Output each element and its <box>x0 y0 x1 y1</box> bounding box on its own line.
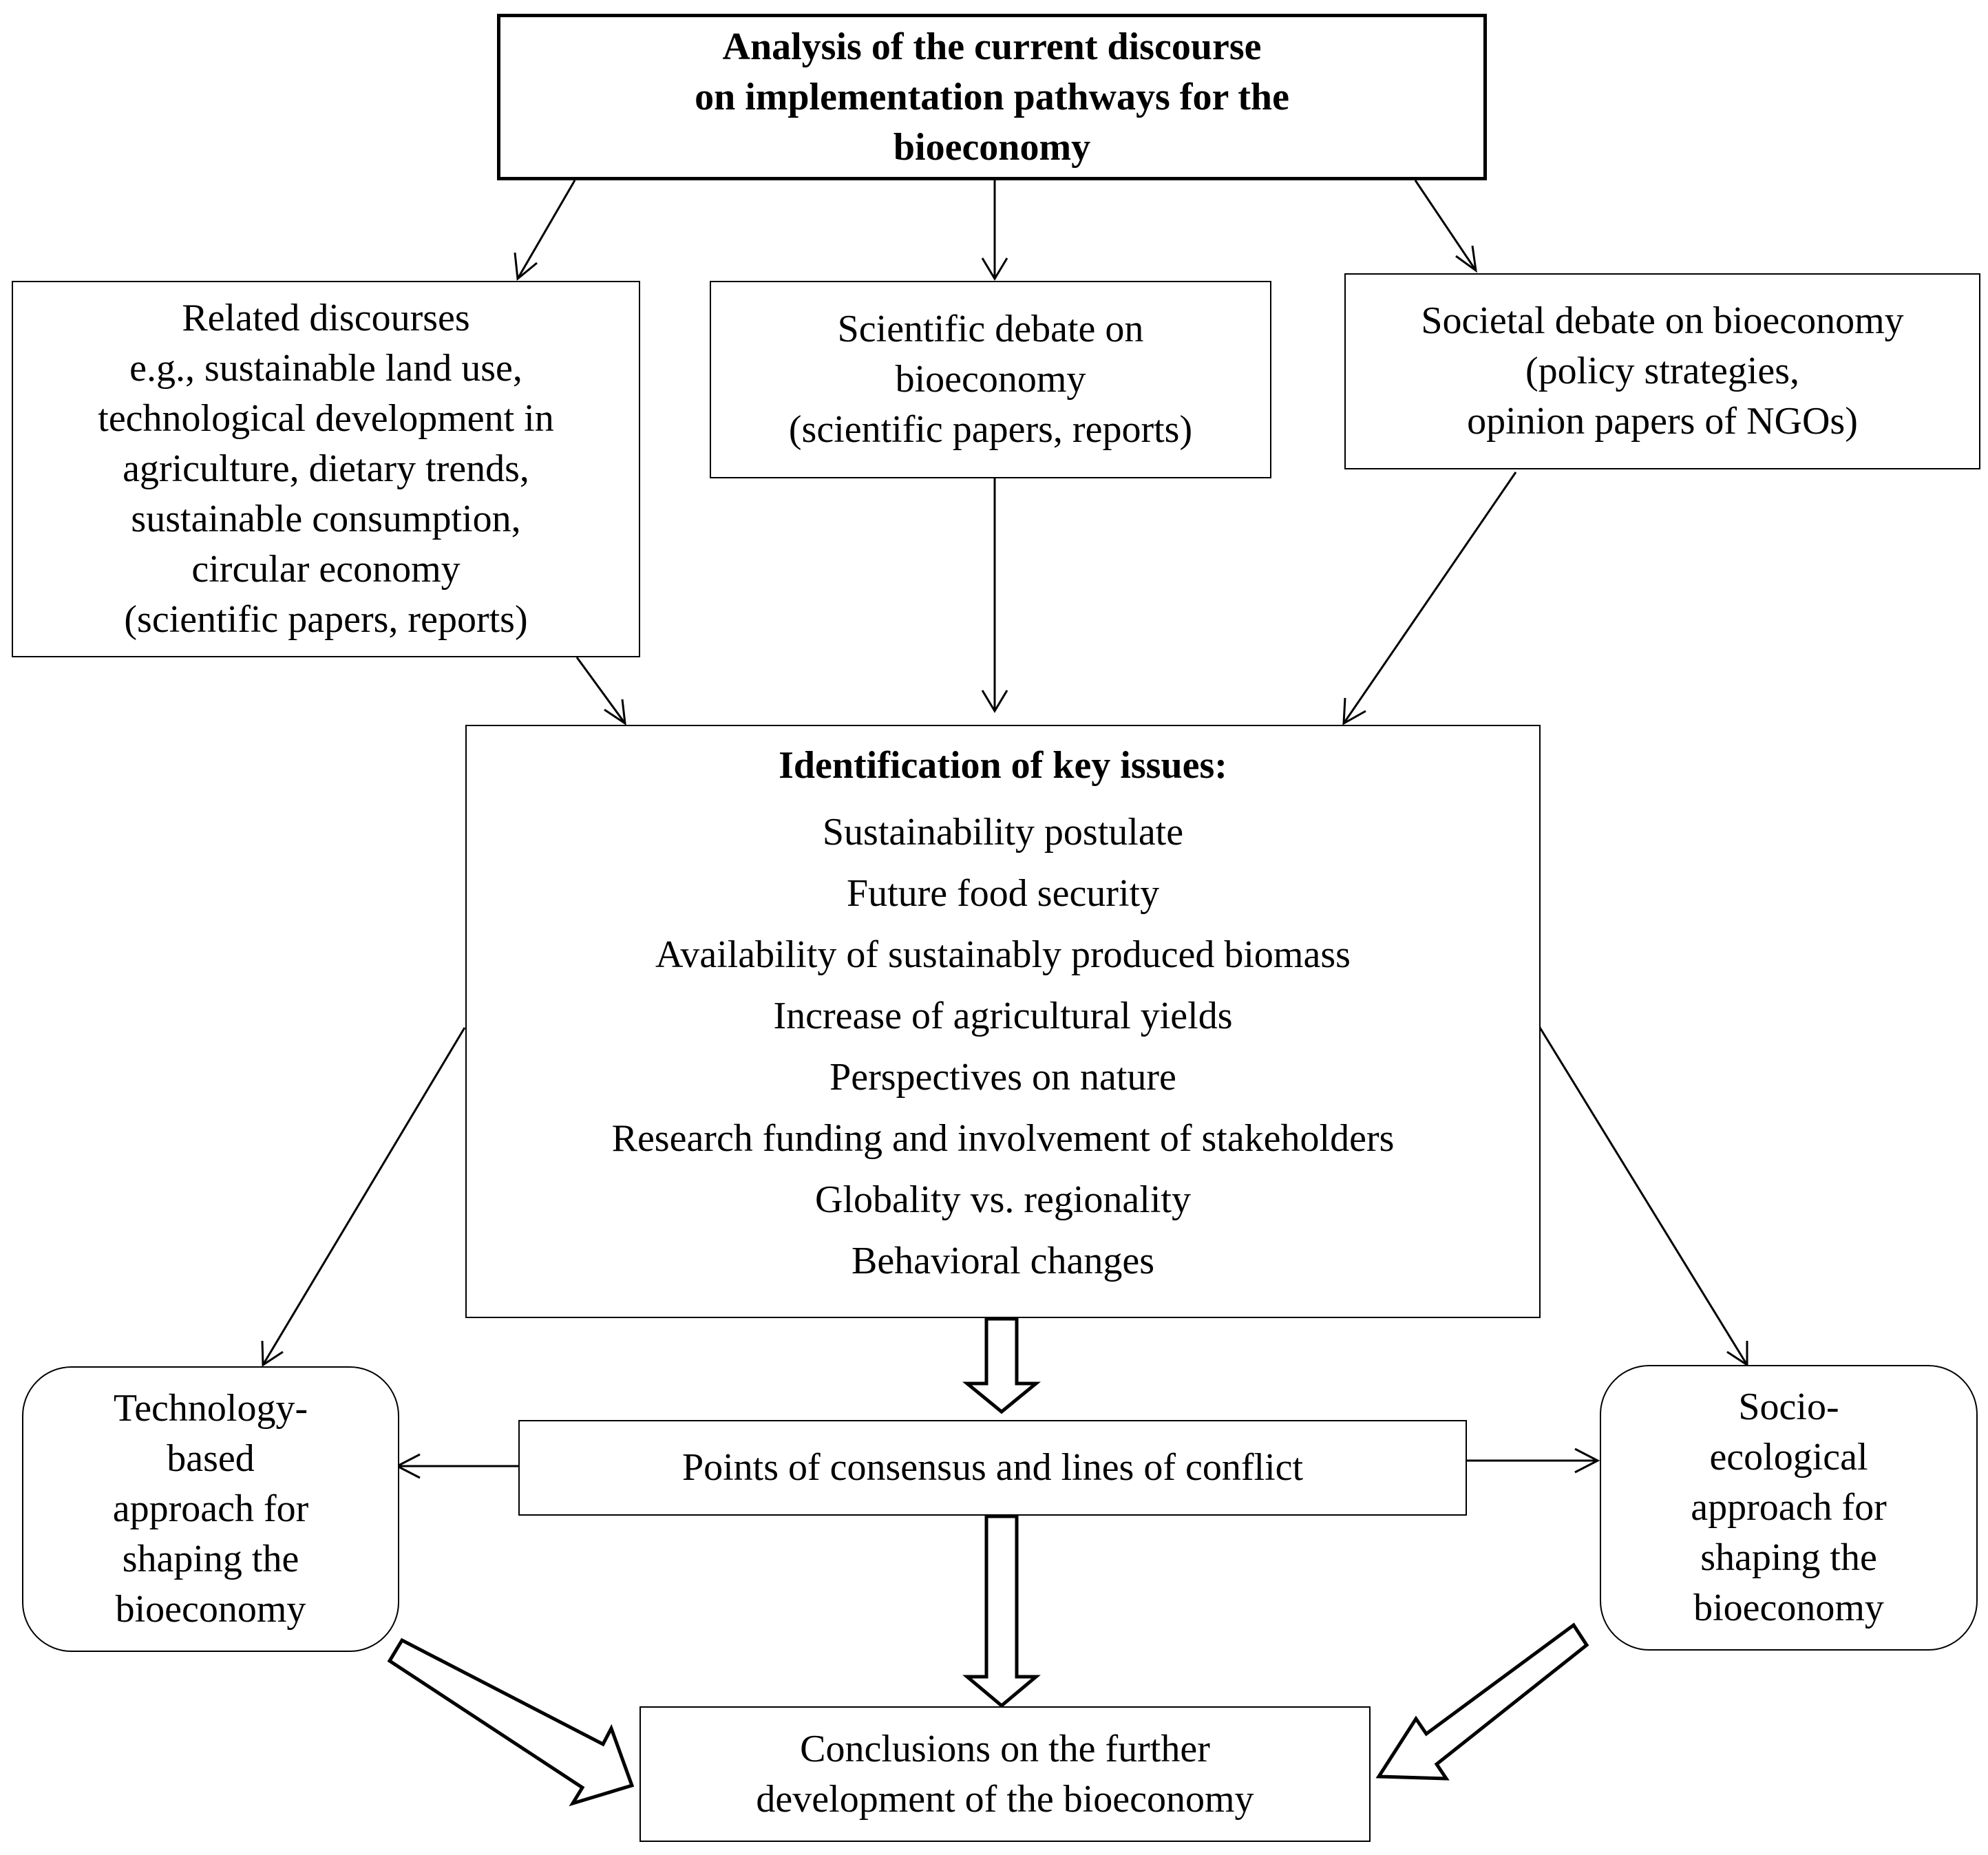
key-issues-heading: Identification of key issues: <box>779 744 1227 787</box>
key-issue-item: Availability of sustainably produced bio… <box>655 933 1351 976</box>
arrowhead-top-to-related <box>514 252 538 281</box>
societal-debate-line-2: (policy strategies, <box>1525 350 1800 392</box>
related-discourses-line-3: technological development in <box>98 397 554 440</box>
key-issues-box: Identification of key issues: Sustainabi… <box>465 725 1541 1318</box>
block-arrow-socio-to-conclusions <box>1375 1622 1589 1781</box>
key-issue-item: Perspectives on nature <box>829 1056 1176 1099</box>
technology-approach-line-3: approach for <box>112 1487 309 1530</box>
related-discourses-box: Related discourses e.g., sustainable lan… <box>12 281 640 657</box>
socio-ecological-line-1: Socio- <box>1738 1386 1839 1428</box>
block-arrow-consensus-to-conclusions <box>962 1514 1041 1708</box>
discourse-analysis-line-1: Analysis of the current discourse <box>722 25 1262 68</box>
key-issue-item: Globality vs. regionality <box>815 1178 1191 1221</box>
technology-approach-line-4: shaping the <box>122 1538 299 1580</box>
consensus-conflict-label: Points of consensus and lines of conflic… <box>681 1446 1304 1489</box>
arrowhead-scientific-to-key-issues <box>981 690 1008 713</box>
discourse-analysis-box: Analysis of the current discourse on imp… <box>497 14 1487 180</box>
related-discourses-line-6: circular economy <box>191 548 461 591</box>
societal-debate-line-3: opinion papers of NGOs) <box>1467 400 1858 443</box>
socio-ecological-line-5: bioeconomy <box>1693 1587 1884 1629</box>
related-discourses-line-1: Related discourses <box>182 297 470 339</box>
scientific-debate-line-3: (scientific papers, reports) <box>788 408 1193 451</box>
related-discourses-line-5: sustainable consumption, <box>131 498 521 540</box>
technology-approach-line-1: Technology- <box>113 1387 308 1430</box>
related-discourses-line-4: agriculture, dietary trends, <box>123 447 529 490</box>
arrowhead-consensus-to-socio <box>1574 1448 1600 1474</box>
socio-ecological-line-4: shaping the <box>1700 1536 1877 1579</box>
socio-ecological-approach-box: Socio- ecological approach for shaping t… <box>1600 1365 1978 1651</box>
socio-ecological-line-2: ecological <box>1709 1436 1868 1478</box>
arrowhead-related-to-key-issues <box>604 699 626 726</box>
arrow-key-issues-to-socio <box>1536 1024 1748 1366</box>
key-issue-item: Sustainability postulate <box>822 811 1184 854</box>
arrowhead-top-to-scientific <box>981 257 1008 281</box>
conclusions-box: Conclusions on the further development o… <box>639 1706 1371 1842</box>
technology-approach-line-2: based <box>167 1437 255 1480</box>
arrow-societal-to-key-issues <box>1342 471 1517 724</box>
key-issue-item: Research funding and involvement of stak… <box>611 1117 1395 1160</box>
technology-approach-box: Technology- based approach for shaping t… <box>22 1366 399 1652</box>
arrow-top-to-related <box>516 180 576 279</box>
key-issue-item: Increase of agricultural yields <box>773 995 1233 1037</box>
arrow-key-issues-to-technology <box>262 1027 466 1366</box>
arrowhead-top-to-societal <box>1455 245 1477 273</box>
block-arrow-technology-to-conclusions <box>387 1637 635 1807</box>
related-discourses-line-2: e.g., sustainable land use, <box>129 347 522 390</box>
arrowhead-consensus-to-technology <box>394 1453 421 1479</box>
conclusions-line-2: development of the bioeconomy <box>756 1777 1254 1821</box>
arrow-top-to-societal <box>1414 180 1477 271</box>
arrowhead-key-issues-to-technology <box>261 1340 284 1367</box>
key-issue-item: Future food security <box>846 872 1160 915</box>
block-arrow-key-issues-to-consensus <box>962 1317 1041 1414</box>
arrow-related-to-key-issues <box>575 657 626 724</box>
arrowhead-societal-to-key-issues <box>1342 697 1366 725</box>
consensus-conflict-box: Points of consensus and lines of conflic… <box>518 1420 1467 1516</box>
discourse-analysis-line-2: on implementation pathways for the <box>695 75 1289 118</box>
key-issue-item: Behavioral changes <box>851 1240 1155 1282</box>
arrowhead-key-issues-to-socio <box>1726 1341 1748 1367</box>
socio-ecological-line-3: approach for <box>1691 1486 1887 1529</box>
scientific-debate-box: Scientific debate on bioeconomy (scienti… <box>710 281 1271 478</box>
technology-approach-line-5: bioeconomy <box>115 1588 306 1631</box>
scientific-debate-line-1: Scientific debate on <box>837 308 1144 350</box>
related-discourses-line-7: (scientific papers, reports) <box>124 598 528 641</box>
scientific-debate-line-2: bioeconomy <box>895 358 1086 401</box>
discourse-analysis-line-3: bioeconomy <box>893 125 1091 169</box>
societal-debate-line-1: Societal debate on bioeconomy <box>1421 299 1904 342</box>
conclusions-line-1: Conclusions on the further <box>800 1727 1210 1770</box>
societal-debate-box: Societal debate on bioeconomy (policy st… <box>1344 273 1980 469</box>
